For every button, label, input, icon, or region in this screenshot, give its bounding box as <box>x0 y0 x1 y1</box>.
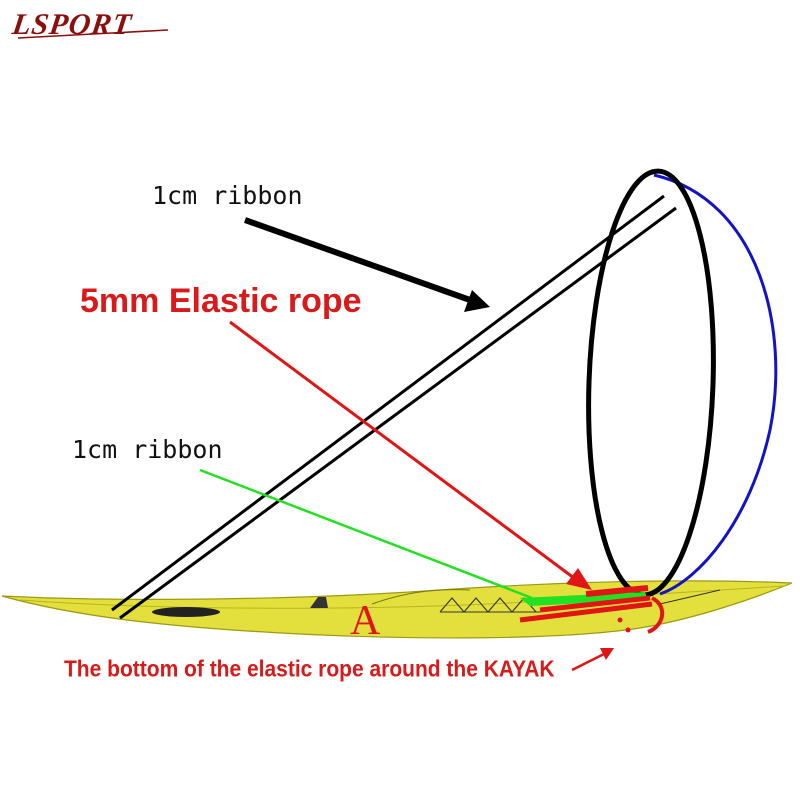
deck-line-rear <box>659 589 721 605</box>
kayak-cockpit <box>152 607 220 617</box>
red-rope-upper <box>585 585 649 597</box>
blue-rope <box>653 173 778 596</box>
kayak-deck-line <box>19 585 786 609</box>
bottom-note-arrowhead <box>600 648 614 660</box>
ribbon-pointer-arrow <box>243 217 472 303</box>
ribbon-line-outer <box>111 194 665 612</box>
elastic-pointer-arrow <box>229 320 575 580</box>
green-strap <box>520 592 648 606</box>
kayak-seat <box>310 597 328 608</box>
ribbon-green-pointer <box>199 468 533 600</box>
label-ribbon-top: 1cm ribbon <box>152 181 303 210</box>
label-bottom-note: The bottom of the elastic rope around th… <box>64 655 555 681</box>
label-elastic-rope: 5mm Elastic rope <box>80 282 362 320</box>
red-rope-loop <box>647 596 664 634</box>
elastic-pointer-arrowhead <box>566 568 592 590</box>
brand-logo: LSPORT <box>9 7 135 41</box>
brand-underline <box>17 29 169 39</box>
bottom-note-arrow <box>571 652 605 672</box>
label-ribbon-mid: 1cm ribbon <box>72 435 223 464</box>
ribbon-pointer-arrowhead <box>464 290 490 312</box>
red-dot-2 <box>625 627 631 633</box>
red-rope-lower <box>519 601 653 623</box>
sail-hoop <box>586 168 716 598</box>
red-rope-mid <box>539 595 651 613</box>
ribbon-line-inner <box>119 206 677 620</box>
kayak-hatch <box>371 589 471 605</box>
red-dot-1 <box>617 617 623 623</box>
kayak-mark-a: A <box>350 598 381 644</box>
